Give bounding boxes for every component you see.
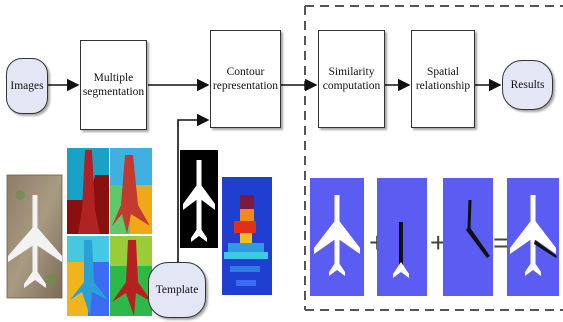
segmentation-result-1	[67, 148, 109, 234]
images-node: Images	[6, 58, 48, 114]
template-node: Template	[148, 262, 206, 318]
template-node-label: Template	[155, 284, 199, 296]
segmentation-mosaic	[67, 148, 152, 316]
spatial-relationship-label: Spatial relationship	[415, 66, 471, 92]
part-panels: + + =	[310, 178, 559, 296]
equals-sign: =	[493, 227, 509, 258]
results-node-label: Results	[510, 79, 545, 91]
arrow-template-to-contour	[177, 113, 210, 265]
similarity-computation-label: Similarity computation	[322, 66, 381, 92]
template-airplane-icon	[183, 160, 215, 242]
contour-feature-heatmap	[222, 177, 272, 295]
combined-plane-icon	[510, 195, 557, 276]
whole-plane-icon	[314, 195, 360, 276]
segmentation-result-3	[67, 236, 109, 316]
fuselage-part-icon	[393, 222, 409, 278]
flow-arrows	[48, 78, 502, 265]
wing-part-icon	[466, 199, 490, 258]
spatial-relationship-node: Spatial relationship	[411, 30, 475, 128]
part-panel-wing	[443, 178, 493, 296]
airplane-photo-icon	[8, 195, 62, 288]
contour-representation-label: Contour representation	[212, 66, 279, 92]
dashed-region	[304, 5, 563, 311]
multiple-segmentation-node: Multiple segmentation	[80, 40, 147, 130]
part-panel-combined	[507, 178, 559, 296]
satellite-image	[6, 174, 63, 299]
part-panel-whole-plane	[310, 178, 364, 296]
images-node-label: Images	[10, 80, 44, 92]
contour-representation-node: Contour representation	[210, 30, 281, 128]
segmentation-result-2	[110, 148, 152, 234]
segmentation-result-4	[110, 236, 152, 316]
part-panel-fuselage	[377, 178, 427, 296]
plus-sign-2: +	[430, 227, 446, 258]
results-node: Results	[502, 60, 553, 110]
template-silhouette	[180, 150, 218, 248]
multiple-segmentation-label: Multiple segmentation	[82, 72, 145, 98]
similarity-computation-node: Similarity computation	[318, 30, 385, 128]
